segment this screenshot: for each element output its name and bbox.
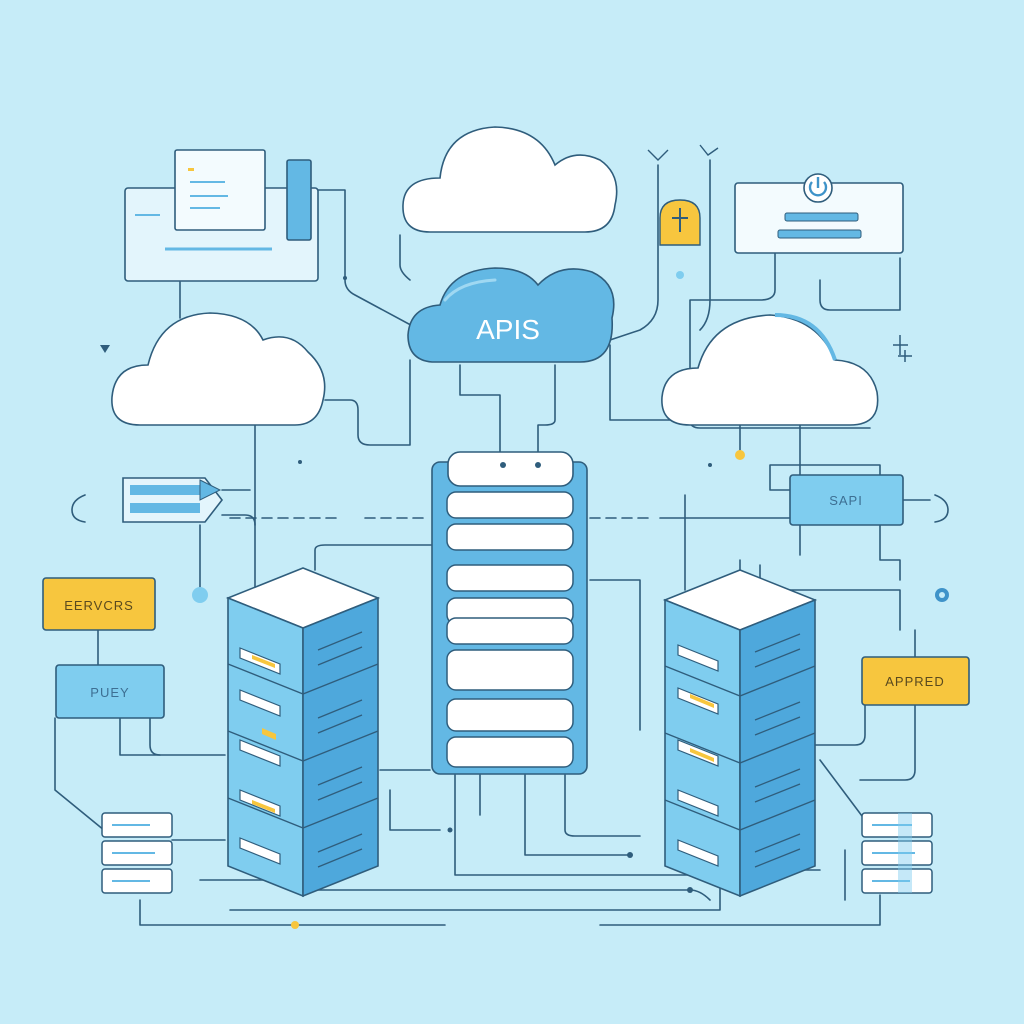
left-cloud xyxy=(111,312,326,426)
pudy-tag-label: PUEY xyxy=(90,685,129,700)
right-mini-stack xyxy=(861,812,933,894)
apprered-tag: APPRED xyxy=(861,656,970,706)
top-cloud xyxy=(402,126,618,233)
servers-tag-label: EERVCRS xyxy=(64,598,134,613)
power-icon xyxy=(803,173,833,203)
servers-tag: EERVCRS xyxy=(42,577,156,631)
arrow-tag xyxy=(122,477,224,523)
decorative-dots xyxy=(100,271,949,929)
central-api-cloud: APIS xyxy=(407,267,615,363)
left-mini-stack xyxy=(101,812,173,894)
document-window xyxy=(124,149,319,282)
right-cloud xyxy=(661,313,879,426)
lock-icon xyxy=(647,144,719,246)
sapi-tag-label: SAPI xyxy=(829,493,863,508)
central-server-rack xyxy=(431,451,588,775)
apprered-tag-label: APPRED xyxy=(885,674,944,689)
power-panel xyxy=(734,173,904,254)
arrow-right-icon xyxy=(199,479,222,501)
central-cloud-label: APIS xyxy=(476,314,540,345)
pudy-tag: PUEY xyxy=(55,664,165,719)
sapi-tag: SAPI xyxy=(789,474,904,526)
left-server-stack xyxy=(225,567,381,898)
right-server-stack xyxy=(662,569,818,898)
